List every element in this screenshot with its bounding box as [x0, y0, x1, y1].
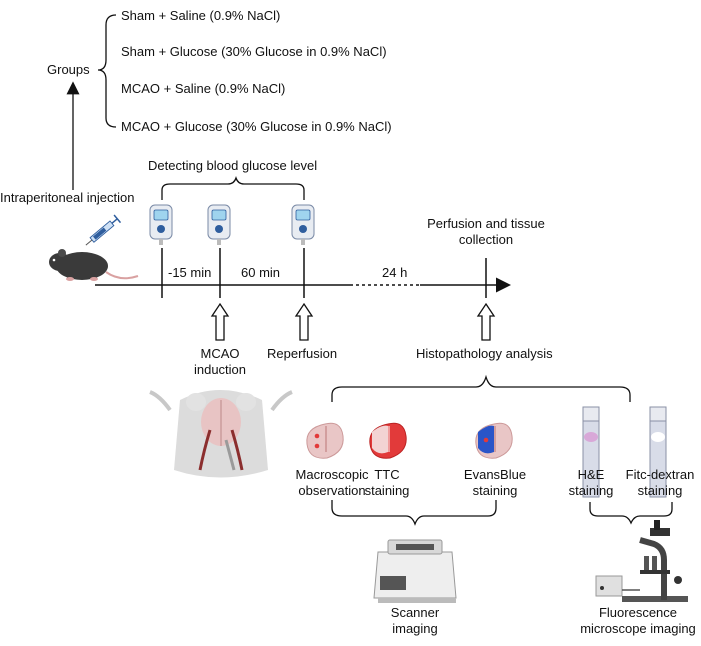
fitc-line1: Fitc-dextran — [625, 467, 695, 482]
perfusion-line2: collection — [458, 232, 514, 247]
reperfusion-hollow-arrow — [294, 302, 314, 341]
mcao-induction-label: MCAO induction — [180, 346, 260, 378]
he-slide-icon — [582, 406, 600, 498]
glucometer-icon — [291, 204, 315, 245]
interval-label: -15 min — [168, 265, 212, 280]
mcao-line1: MCAO — [200, 346, 240, 361]
he-label: H&E staining — [561, 467, 621, 499]
ttc-label: TTC staining — [357, 467, 417, 499]
glucometer-icon — [149, 204, 173, 245]
evans-line1: EvansBlue — [463, 467, 527, 482]
syringe-icon — [85, 214, 122, 246]
mcao-hollow-arrow — [210, 302, 230, 341]
macroscopic-brain-slice-icon — [306, 422, 344, 459]
scanner-imaging-label: Scanner imaging — [375, 605, 455, 637]
microscope-icon — [595, 520, 688, 602]
fitc-line2: staining — [637, 483, 683, 498]
microscope-imaging-label: Fluorescence microscope imaging — [576, 605, 700, 637]
evansblue-brain-slice-icon — [475, 422, 513, 459]
macroscopic-label: Macroscopic observation — [282, 467, 382, 499]
ttc-line2: staining — [364, 483, 410, 498]
mouse-icon — [49, 249, 139, 281]
macro-line1: Macroscopic — [295, 467, 369, 482]
group-item: MCAO + Saline (0.9% NaCl) — [121, 81, 286, 96]
interval-label: 60 min — [241, 265, 281, 280]
he-line2: staining — [568, 483, 614, 498]
mcao-line2: induction — [193, 362, 247, 377]
histo-hollow-arrow — [476, 302, 496, 341]
micro-line2: microscope imaging — [580, 621, 696, 636]
group-item: Sham + Glucose (30% Glucose in 0.9% NaCl… — [121, 44, 387, 59]
group-item: MCAO + Glucose (30% Glucose in 0.9% NaCl… — [121, 119, 392, 134]
evansblue-label: EvansBlue staining — [452, 467, 538, 499]
interval-label: 24 h — [382, 265, 408, 280]
fitc-slide-icon — [649, 406, 667, 498]
microscope-bracket — [589, 502, 673, 525]
ttc-line1: TTC — [374, 467, 400, 482]
glucose-label: Detecting blood glucose level — [148, 158, 318, 173]
scanner-bracket — [331, 500, 497, 526]
micro-line1: Fluorescence — [598, 605, 678, 620]
glucose-bracket — [161, 175, 305, 200]
histopathology-bracket — [331, 374, 631, 402]
fitc-label: Fitc-dextran staining — [620, 467, 700, 499]
scanner-icon — [373, 539, 457, 603]
histopathology-label: Histopathology analysis — [416, 346, 553, 361]
group-item: Sham + Saline (0.9% NaCl) — [121, 8, 281, 23]
perfusion-line1: Perfusion and tissue — [427, 216, 545, 231]
ttc-brain-slice-icon — [369, 422, 407, 459]
he-line1: H&E — [577, 467, 605, 482]
evans-line2: staining — [472, 483, 518, 498]
brain-dissection-icon — [149, 390, 293, 478]
injection-label: Intraperitoneal injection — [0, 190, 135, 205]
reperfusion-label: Reperfusion — [267, 346, 338, 361]
perfusion-label: Perfusion and tissue collection — [406, 216, 566, 248]
scanner-line2: imaging — [392, 621, 438, 636]
groups-bracket — [97, 14, 117, 128]
scanner-line1: Scanner — [390, 605, 440, 620]
groups-label: Groups — [47, 62, 90, 77]
macro-line2: observation — [298, 483, 366, 498]
glucometer-icon — [207, 204, 231, 245]
